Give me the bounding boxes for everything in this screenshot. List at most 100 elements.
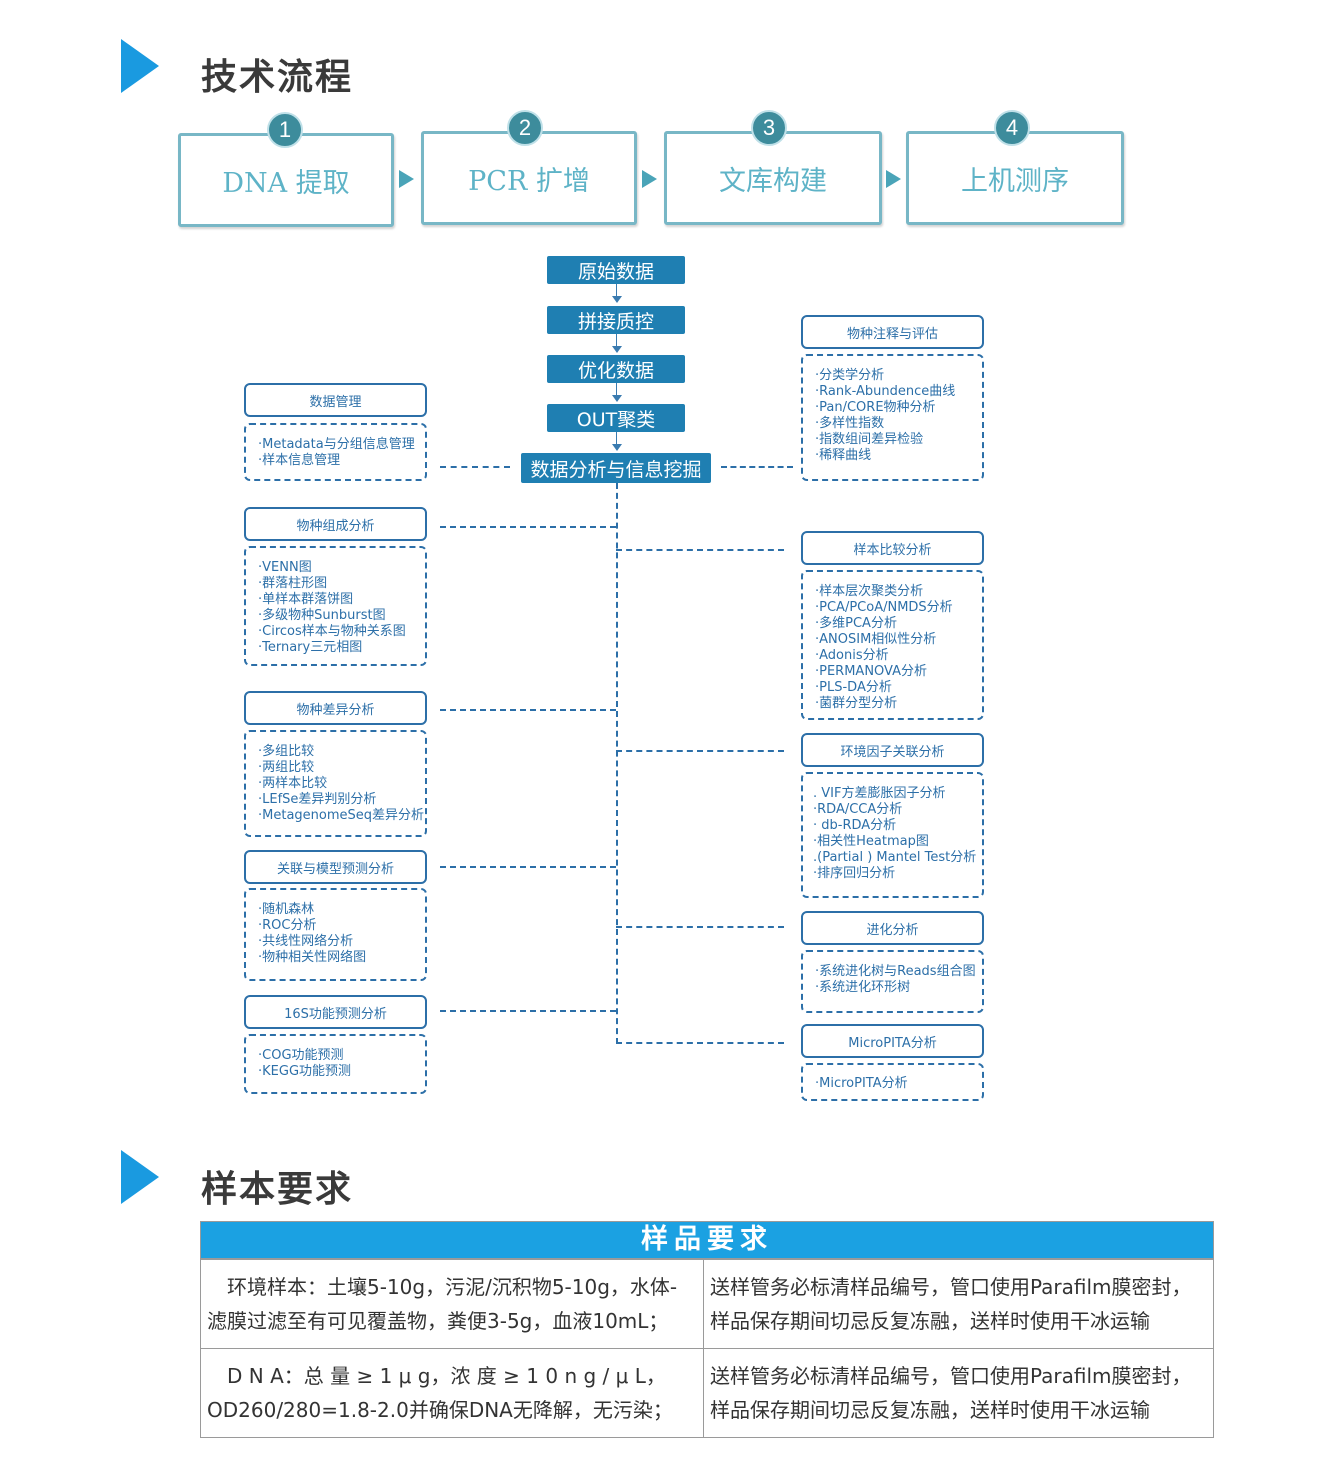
list-item: ·多组比较 [258, 744, 315, 759]
list-item: ·多级物种Sunburst图 [258, 608, 386, 623]
step-arrow-icon [642, 170, 657, 188]
branch-line [616, 926, 784, 928]
list-item: ·VENN图 [258, 560, 312, 575]
module-title-data-management: 数据管理 [244, 383, 427, 417]
list-item: ·KEGG功能预测 [258, 1064, 352, 1079]
list-item: ·RDA/CCA分析 [813, 802, 903, 817]
table-row: D N A：总 量 ≥ 1 μ g，浓 度 ≥ 1 0 n g / μ L，OD… [200, 1348, 1214, 1438]
pipeline-connector [616, 432, 617, 444]
step-number-3: 3 [751, 110, 787, 146]
module-list-16s-function: ·COG功能预测 ·KEGG功能预测 [244, 1034, 427, 1094]
section-title-sample-requirements: 样本要求 [201, 1169, 354, 1210]
branch-line [440, 466, 510, 468]
pipeline-qc: 拼接质控 [547, 306, 685, 334]
list-item: ·随机森林 [258, 902, 315, 917]
branch-line [616, 549, 784, 551]
list-item: ·稀释曲线 [815, 448, 872, 463]
module-title-difference: 物种差异分析 [244, 691, 427, 725]
pipeline-otu: OUT聚类 [547, 404, 685, 432]
list-item: · db-RDA分析 [813, 818, 897, 833]
list-item: ·Adonis分析 [815, 648, 889, 663]
list-item: ·LEfSe差异判别分析 [258, 792, 377, 807]
list-item: ·排序回归分析 [813, 866, 896, 881]
list-item: ·PLS-DA分析 [815, 680, 892, 695]
module-title-evolution: 进化分析 [801, 911, 984, 945]
branch-line [440, 1010, 616, 1012]
module-list-sample-comparison: ·样本层次聚类分析 ·PCA/PCoA/NMDS分析 ·多维PCA分析 ·ANO… [801, 570, 984, 720]
list-item: ·多样性指数 [815, 416, 885, 431]
step-label: DNA 提取 [222, 167, 350, 199]
list-item: ·系统进化树与Reads组合图 [815, 964, 976, 979]
list-item: ·PERMANOVA分析 [815, 664, 928, 679]
branch-line [440, 866, 616, 868]
down-arrow-icon [612, 346, 622, 353]
list-item: ·群落柱形图 [258, 576, 328, 591]
step-arrow-icon [399, 170, 414, 188]
branch-line [616, 1042, 784, 1044]
module-title-sample-comparison: 样本比较分析 [801, 531, 984, 565]
module-list-evolution: ·系统进化树与Reads组合图 ·系统进化环形树 [801, 950, 984, 1013]
list-item: ·ROC分析 [258, 918, 317, 933]
step-label: 文库构建 [719, 165, 827, 197]
table-cell: 送样管务必标清样品编号，管口使用Parafilm膜密封，样品保存期间切忌反复冻融… [703, 1348, 1214, 1438]
step-number-1: 1 [267, 112, 303, 148]
down-arrow-icon [612, 395, 622, 402]
section-title-process: 技术流程 [201, 57, 354, 98]
list-item: ·菌群分型分析 [815, 696, 898, 711]
table-header: 样品要求 [200, 1221, 1214, 1259]
table-row: 环境样本：土壤5-10g，污泥/沉积物5-10g，水体-滤膜过滤至有可见覆盖物，… [200, 1259, 1214, 1349]
module-title-16s-function: 16S功能预测分析 [244, 995, 427, 1029]
module-title-environment: 环境因子关联分析 [801, 733, 984, 767]
pipeline-analysis: 数据分析与信息挖掘 [521, 453, 711, 483]
module-list-composition: ·VENN图 ·群落柱形图 ·单样本群落饼图 ·多级物种Sunburst图 ·C… [244, 546, 427, 666]
list-item: ·相关性Heatmap图 [813, 834, 929, 849]
branch-trunk [616, 483, 618, 1044]
list-item: ·Circos样本与物种关系图 [258, 624, 406, 639]
step-arrow-icon [886, 170, 901, 188]
list-item: ·Pan/CORE物种分析 [815, 400, 936, 415]
list-item: . VIF方差膨胀因子分析 [813, 786, 946, 801]
module-list-difference: ·多组比较 ·两组比较 ·两样本比较 ·LEfSe差异判别分析 ·Metagen… [244, 730, 427, 837]
step-box-3: 文库构建 [664, 131, 882, 225]
table-cell: D N A：总 量 ≥ 1 μ g，浓 度 ≥ 1 0 n g / μ L，OD… [200, 1348, 704, 1438]
module-list-data-management: ·Metadata与分组信息管理 ·样本信息管理 [244, 423, 427, 481]
module-list-association: ·随机森林 ·ROC分析 ·共线性网络分析 ·物种相关性网络图 [244, 888, 427, 981]
section-arrow-icon [121, 39, 159, 93]
list-item: ·系统进化环形树 [815, 980, 911, 995]
module-title-micropita: MicroPITA分析 [801, 1024, 984, 1058]
list-item: ·MicroPITA分析 [815, 1076, 908, 1091]
list-item: ·Rank-Abundence曲线 [815, 384, 956, 399]
list-item: ·物种相关性网络图 [258, 950, 367, 965]
module-list-micropita: ·MicroPITA分析 [801, 1063, 984, 1101]
requirements-grid: 环境样本：土壤5-10g，污泥/沉积物5-10g，水体-滤膜过滤至有可见覆盖物，… [200, 1259, 1214, 1438]
module-list-annotation: ·分类学分析 ·Rank-Abundence曲线 ·Pan/CORE物种分析 ·… [801, 354, 984, 481]
requirements-table: 样品要求 环境样本：土壤5-10g，污泥/沉积物5-10g，水体-滤膜过滤至有可… [200, 1221, 1214, 1438]
down-arrow-icon [612, 296, 622, 303]
module-list-environment: . VIF方差膨胀因子分析 ·RDA/CCA分析 · db-RDA分析 ·相关性… [801, 772, 984, 898]
branch-line [440, 526, 616, 528]
step-number-2: 2 [507, 110, 543, 146]
step-label: 上机测序 [961, 165, 1069, 197]
list-item: ·共线性网络分析 [258, 934, 354, 949]
list-item: ·MetagenomeSeq差异分析 [258, 808, 425, 823]
list-item: ·指数组间差异检验 [815, 432, 924, 447]
list-item: ·样本层次聚类分析 [815, 584, 924, 599]
list-item: ·PCA/PCoA/NMDS分析 [815, 600, 953, 615]
list-item: .(Partial ) Mantel Test分析 [813, 850, 977, 865]
pipeline-connector [616, 383, 617, 395]
pipeline-connector [616, 284, 617, 296]
section-arrow-icon [121, 1150, 159, 1204]
step-label: PCR 扩增 [468, 165, 590, 197]
pipeline-raw-data: 原始数据 [547, 256, 685, 284]
list-item: ·两组比较 [258, 760, 315, 775]
list-item: ·多维PCA分析 [815, 616, 897, 631]
step-box-2: PCR 扩增 [421, 131, 637, 225]
down-arrow-icon [612, 444, 622, 451]
list-item: ·COG功能预测 [258, 1048, 344, 1063]
step-box-1: DNA 提取 [178, 133, 394, 227]
table-cell: 送样管务必标清样品编号，管口使用Parafilm膜密封，样品保存期间切忌反复冻融… [703, 1259, 1214, 1349]
module-title-association: 关联与模型预测分析 [244, 850, 427, 884]
list-item: ·样本信息管理 [258, 453, 341, 468]
branch-line [721, 466, 793, 468]
branch-line [440, 709, 616, 711]
